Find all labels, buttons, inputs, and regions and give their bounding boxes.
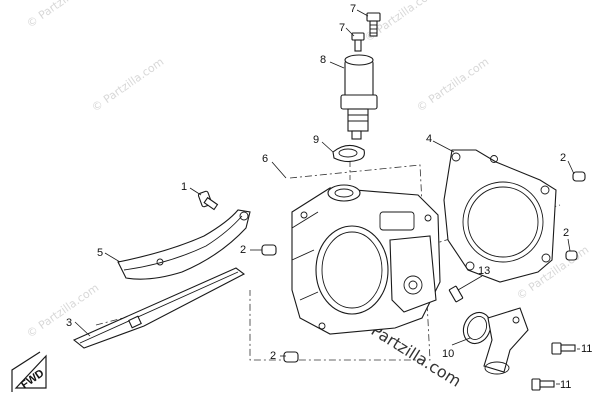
bolt-part-7-top (366, 12, 381, 37)
callout-4: 4 (426, 133, 432, 145)
callout-8: 8 (320, 54, 326, 66)
cylinder-gasket-part-4 (443, 149, 557, 283)
stud-part-13 (448, 285, 464, 303)
callout-7-top: 7 (350, 3, 356, 15)
dowel-pin-part-2-bottom (283, 351, 299, 363)
bolt-part-11-upper (551, 342, 576, 355)
water-pipe-elbow (483, 307, 529, 375)
fwd-arrow-icon (14, 354, 47, 389)
pivot-bolt-part-1 (197, 190, 219, 211)
watermark-bottom-left: © Partzilla.com (24, 281, 101, 340)
leader-lines (74, 9, 580, 385)
callout-6: 6 (262, 153, 268, 165)
watermark-right: © Partzilla.com (414, 55, 491, 114)
watermark-top-mid: © Partzilla.com (89, 55, 166, 114)
bolt-part-11-lower (531, 378, 555, 391)
callout-13: 13 (478, 265, 490, 277)
cylinder-assembly-outline (249, 164, 431, 361)
o-ring-part-10 (462, 311, 492, 345)
callout-1: 1 (181, 181, 187, 193)
callout-2-right-top: 2 (560, 152, 566, 164)
callout-labels: 7 7 8 9 4 2 6 1 2 2 5 13 3 11 10 2 11 (66, 3, 592, 391)
callout-3: 3 (66, 317, 72, 329)
callout-7-lower: 7 (339, 22, 345, 34)
chain-tensioner-guide-part-5 (117, 209, 251, 280)
chain-guide-part-3 (72, 267, 246, 349)
callout-11-lower: 11 (560, 379, 571, 391)
tensioner-gasket-part-9 (332, 144, 365, 163)
fwd-direction-badge: FWD (11, 351, 47, 392)
dowel-pin-part-2-left (261, 244, 277, 256)
dowel-pin-part-2-right-top (572, 171, 586, 182)
cam-chain-tensioner-part-8 (340, 54, 378, 140)
watermark-top-left: © Partzilla.com (24, 0, 101, 30)
callout-5: 5 (97, 247, 103, 259)
callout-2-left: 2 (240, 244, 246, 256)
dowel-pin-part-2-right-mid (565, 250, 578, 261)
callout-10: 10 (442, 348, 454, 360)
callout-2-right-mid: 2 (563, 227, 569, 239)
callout-9: 9 (313, 134, 319, 146)
bolt-part-7-lower (351, 32, 365, 52)
callout-2-bottom: 2 (270, 350, 276, 362)
callout-11-upper: 11 (581, 343, 592, 355)
cylinder-block-part-6 (291, 184, 441, 335)
